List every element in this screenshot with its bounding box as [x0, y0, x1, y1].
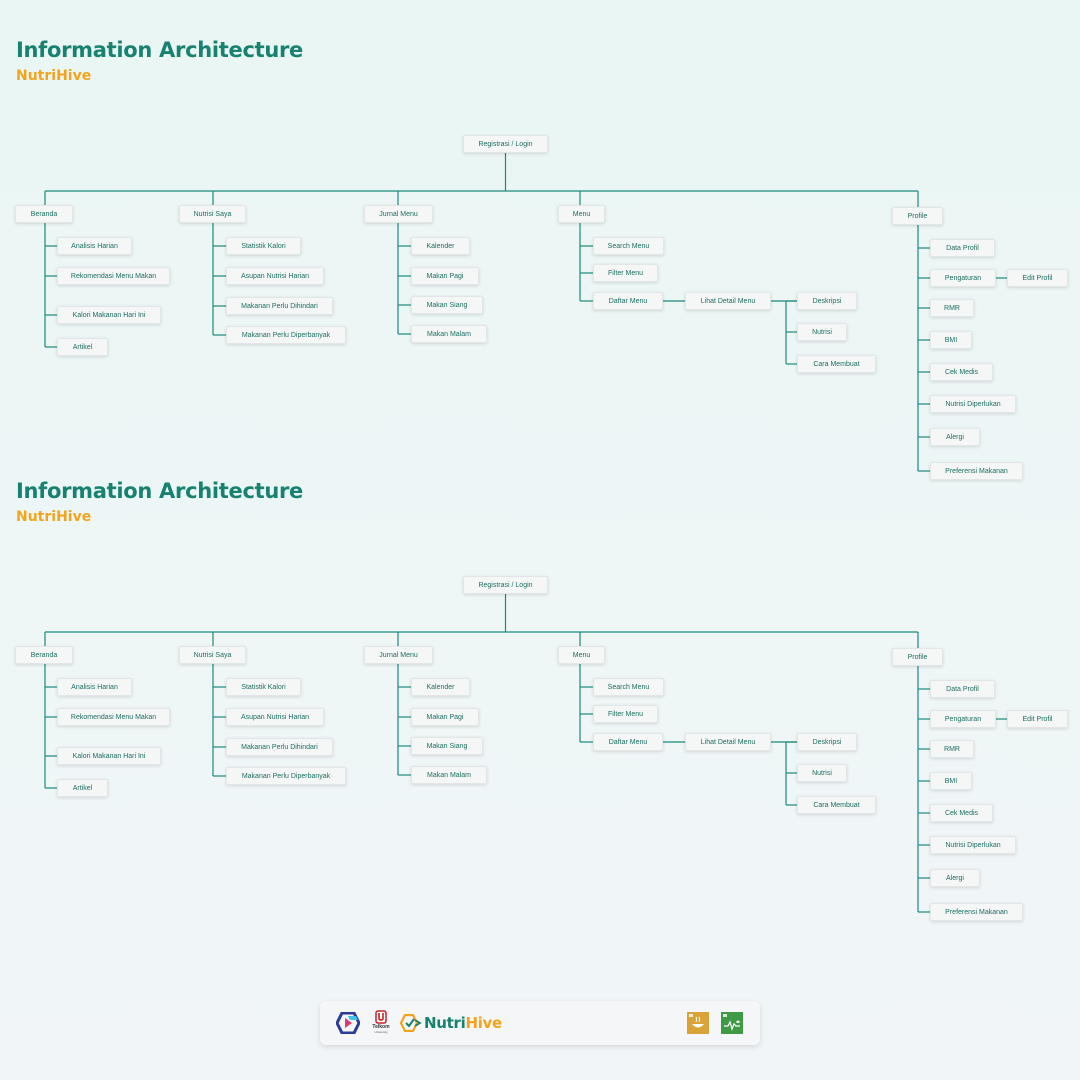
- node-section-profile: Profile: [892, 207, 943, 225]
- node-asupan-nutrisi-harian: Asupan Nutrisi Harian: [226, 267, 324, 285]
- node-asupan-nutrisi-harian: Asupan Nutrisi Harian: [226, 708, 324, 726]
- node-makanan-perlu-dihindari: Makanan Perlu Dihindari: [226, 297, 333, 315]
- node-makan-malam: Makan Malam: [411, 325, 487, 343]
- node-statistik-kalori: Statistik Kalori: [226, 678, 301, 696]
- node-nutrisi-diperlukan: Nutrisi Diperlukan: [930, 395, 1016, 413]
- node-rmr: RMR: [930, 740, 974, 758]
- node-section-menu: Menu: [558, 205, 605, 223]
- node-search-menu: Search Menu: [593, 237, 664, 255]
- node-pengaturan: Pengaturan: [930, 710, 996, 728]
- node-statistik-kalori: Statistik Kalori: [226, 237, 301, 255]
- node-cek-medis: Cek Medis: [930, 363, 993, 381]
- hexagon-logo-icon: [336, 1012, 360, 1034]
- node-artikel: Artikel: [57, 779, 108, 797]
- node-rekomendasi-menu-makan: Rekomendasi Menu Makan: [57, 267, 170, 285]
- node-kalori-makanan-hari-ini: Kalori Makanan Hari Ini: [57, 747, 161, 765]
- node-lihat-detail-menu: Lihat Detail Menu: [685, 733, 771, 751]
- node-rekomendasi-menu-makan: Rekomendasi Menu Makan: [57, 708, 170, 726]
- page-title: Information Architecture: [16, 38, 303, 62]
- node-alergi: Alergi: [930, 428, 980, 446]
- page-title: Information Architecture: [16, 479, 303, 503]
- node-daftar-menu: Daftar Menu: [593, 292, 663, 310]
- node-kalori-makanan-hari-ini: Kalori Makanan Hari Ini: [57, 306, 161, 324]
- node-root-registrasi-login: Registrasi / Login: [463, 576, 548, 594]
- node-cara-membuat: Cara Membuat: [797, 355, 876, 373]
- node-section-nutrisi-saya: Nutrisi Saya: [179, 205, 246, 223]
- node-section-jurnal-menu: Jurnal Menu: [364, 646, 433, 664]
- node-makanan-perlu-diperbanyak: Makanan Perlu Diperbanyak: [226, 767, 346, 785]
- node-kalender: Kalender: [411, 237, 470, 255]
- node-analisis-harian: Analisis Harian: [57, 678, 132, 696]
- node-makan-pagi: Makan Pagi: [411, 708, 479, 726]
- node-kalender: Kalender: [411, 678, 470, 696]
- node-section-nutrisi-saya: Nutrisi Saya: [179, 646, 246, 664]
- node-artikel: Artikel: [57, 338, 108, 356]
- node-nutrisi-diperlukan: Nutrisi Diperlukan: [930, 836, 1016, 854]
- header-2: Information Architecture NutriHive: [16, 479, 303, 525]
- node-nutrisi: Nutrisi: [797, 323, 847, 341]
- node-bmi: BMI: [930, 772, 972, 790]
- node-data-profil: Data Profil: [930, 680, 995, 698]
- sdg-2-zero-hunger-icon: [687, 1012, 709, 1034]
- node-deskripsi: Deskripsi: [797, 733, 857, 751]
- node-search-menu: Search Menu: [593, 678, 664, 696]
- sdg-3-good-health-icon: [721, 1012, 743, 1034]
- page-subtitle: NutriHive: [16, 509, 92, 525]
- node-makan-pagi: Makan Pagi: [411, 267, 479, 285]
- node-bmi: BMI: [930, 331, 972, 349]
- node-makan-siang: Makan Siang: [411, 296, 483, 314]
- telkom-university-logo-icon: Telkom University: [370, 1010, 392, 1036]
- node-cek-medis: Cek Medis: [930, 804, 993, 822]
- nutrihive-logo-icon: [400, 1014, 422, 1032]
- node-edit-profil: Edit Profil: [1007, 269, 1068, 287]
- node-lihat-detail-menu: Lihat Detail Menu: [685, 292, 771, 310]
- node-preferensi-makanan: Preferensi Makanan: [930, 462, 1023, 480]
- node-section-menu: Menu: [558, 646, 605, 664]
- telkom-label: Telkom: [372, 1024, 390, 1030]
- node-pengaturan: Pengaturan: [930, 269, 996, 287]
- connector-lines: [44, 153, 1007, 472]
- node-makanan-perlu-dihindari: Makanan Perlu Dihindari: [226, 738, 333, 756]
- telkom-sublabel: University: [374, 1030, 388, 1034]
- node-analisis-harian: Analisis Harian: [57, 237, 132, 255]
- node-nutrisi: Nutrisi: [797, 764, 847, 782]
- node-data-profil: Data Profil: [930, 239, 995, 257]
- node-edit-profil: Edit Profil: [1007, 710, 1068, 728]
- footer-logo-bar: [320, 1001, 760, 1045]
- brand-prefix: Nutri: [424, 1014, 466, 1032]
- node-filter-menu: Filter Menu: [593, 705, 658, 723]
- node-cara-membuat: Cara Membuat: [797, 796, 876, 814]
- node-makan-malam: Makan Malam: [411, 766, 487, 784]
- node-makan-siang: Makan Siang: [411, 737, 483, 755]
- node-section-jurnal-menu: Jurnal Menu: [364, 205, 433, 223]
- header-1: Information Architecture NutriHive: [16, 38, 303, 84]
- node-deskripsi: Deskripsi: [797, 292, 857, 310]
- node-daftar-menu: Daftar Menu: [593, 733, 663, 751]
- node-alergi: Alergi: [930, 869, 980, 887]
- node-section-profile: Profile: [892, 648, 943, 666]
- node-rmr: RMR: [930, 299, 974, 317]
- brand-suffix: Hive: [465, 1014, 502, 1032]
- node-makanan-perlu-diperbanyak: Makanan Perlu Diperbanyak: [226, 326, 346, 344]
- node-root-registrasi-login: Registrasi / Login: [463, 135, 548, 153]
- node-section-beranda: Beranda: [15, 205, 73, 223]
- node-preferensi-makanan: Preferensi Makanan: [930, 903, 1023, 921]
- page-subtitle: NutriHive: [16, 68, 92, 84]
- connector-lines: [44, 594, 1007, 913]
- node-section-beranda: Beranda: [15, 646, 73, 664]
- node-filter-menu: Filter Menu: [593, 264, 658, 282]
- telkom-emblem-icon: [375, 1010, 387, 1024]
